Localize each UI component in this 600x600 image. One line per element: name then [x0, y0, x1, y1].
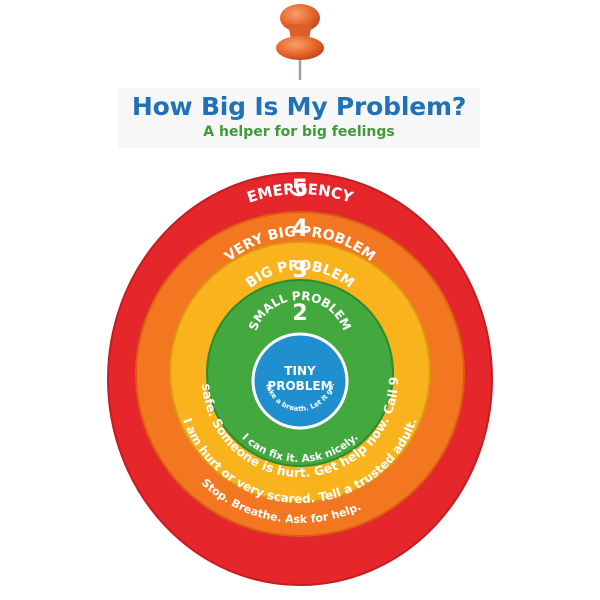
level-3-number: 3: [292, 258, 307, 283]
center-title-line-1: TINY: [284, 364, 316, 378]
title-banner: How Big Is My Problem? A helper for big …: [118, 88, 480, 148]
center-title-line-2: PROBLEM: [267, 379, 332, 393]
page-subtitle: A helper for big feelings: [203, 124, 395, 140]
level-2-number: 2: [292, 301, 307, 326]
level-4-number: 4: [292, 214, 309, 242]
level-5-number: 5: [292, 174, 309, 202]
page-title: How Big Is My Problem?: [131, 92, 467, 121]
ring-tiny-problem: [251, 332, 349, 430]
